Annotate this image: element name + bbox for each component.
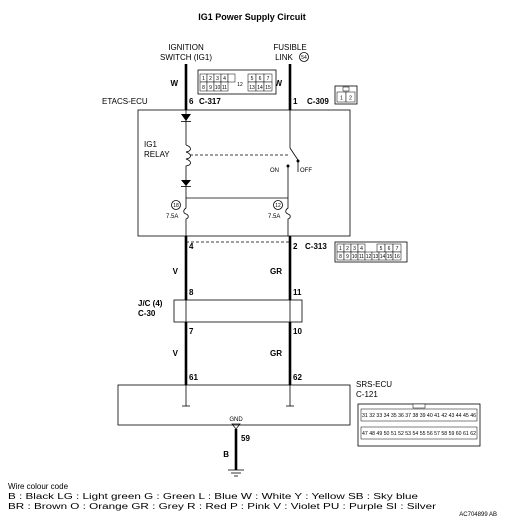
svg-text:12: 12 <box>237 82 243 88</box>
etacs-pin-4: 4 <box>189 242 194 251</box>
etacs-connector-c317: C-317 <box>199 97 221 106</box>
junction-connector-box <box>173 299 303 323</box>
fusible-link-number-circle <box>299 52 309 62</box>
fuse-12-rating: 7.5A <box>268 214 280 220</box>
svg-text:11: 11 <box>222 85 227 91</box>
fuse-12-number: 12 <box>275 203 281 209</box>
etacs-pin-1: 1 <box>293 97 298 106</box>
ground-icon <box>228 469 244 477</box>
connector-c317-face: 1 2 3 4 5 6 7 12 8 9 10 11 13 14 15 <box>197 69 277 95</box>
connector-c121-face: 31 32 33 34 35 36 37 38 39 40 41 42 43 4… <box>357 403 481 447</box>
svg-text:2: 2 <box>346 246 349 252</box>
junction-label-line1: J/C (4) <box>138 299 163 308</box>
svg-text:16: 16 <box>394 254 400 260</box>
connector-c313-face: 1 2 3 4 5 6 7 8 9 10 11 12 13 14 15 16 <box>334 241 408 263</box>
fusible-link-label-line1: FUSIBLE <box>273 43 306 52</box>
wire-color-top-left: W <box>170 79 178 88</box>
svg-text:2: 2 <box>349 96 352 102</box>
svg-text:5: 5 <box>380 246 383 252</box>
svg-text:8: 8 <box>202 85 205 91</box>
svg-text:31 32 33 34 35 36 37 38 39 40: 31 32 33 34 35 36 37 38 39 40 41 42 43 4… <box>362 413 476 419</box>
fuse-12-number-circle <box>273 200 283 210</box>
legend-heading: Wire colour code <box>8 482 69 491</box>
svg-text:9: 9 <box>209 85 212 91</box>
relay-switch-contact <box>289 147 299 161</box>
svg-text:15: 15 <box>265 85 271 91</box>
etacs-ecu-label: ETACS-ECU <box>102 97 148 106</box>
legend-line-2: BR : Brown O : Orange GR : Grey R : Red … <box>8 502 436 511</box>
srs-pin-59: 59 <box>241 434 250 443</box>
svg-text:10: 10 <box>215 85 221 91</box>
relay-coil <box>185 144 191 170</box>
srs-ecu-box <box>117 384 351 426</box>
svg-text:14: 14 <box>257 85 263 91</box>
figure-code: AC704899 AB <box>459 512 497 518</box>
fuse-18-number: 18 <box>173 203 179 209</box>
relay-label-line1: IG1 <box>144 140 157 149</box>
ignition-switch-label-line1: IGNITION <box>168 43 204 52</box>
wire-color-mid-left: V <box>173 267 179 276</box>
svg-text:6: 6 <box>259 76 262 82</box>
svg-text:7: 7 <box>396 246 399 252</box>
fusible-link-number: 54 <box>301 55 307 61</box>
svg-text:1: 1 <box>339 246 342 252</box>
srs-ecu-label: SRS-ECU <box>356 380 392 389</box>
legend-line-1: B : Black LG : Light green G : Green L :… <box>8 492 419 501</box>
svg-text:5: 5 <box>251 76 254 82</box>
svg-text:3: 3 <box>353 246 356 252</box>
wire-color-top-right: W <box>274 79 282 88</box>
svg-text:6: 6 <box>388 246 391 252</box>
jc-pin-10: 10 <box>293 327 302 336</box>
wire-color-low-left: V <box>173 349 179 358</box>
relay-diode-icon <box>181 180 191 186</box>
svg-text:1: 1 <box>340 96 343 102</box>
srs-gnd-label: GND <box>229 417 243 423</box>
diagram-title: IG1 Power Supply Circuit <box>198 12 306 22</box>
gnd-arrow-icon <box>231 423 241 430</box>
svg-text:4: 4 <box>360 246 363 252</box>
wire-color-ground: B <box>223 450 229 459</box>
svg-text:3: 3 <box>216 76 219 82</box>
svg-text:7: 7 <box>267 76 270 82</box>
wire-color-mid-right: GR <box>270 267 282 276</box>
svg-text:10: 10 <box>352 254 358 260</box>
svg-text:1: 1 <box>202 76 205 82</box>
svg-text:15: 15 <box>387 254 393 260</box>
srs-ecu-connector: C-121 <box>356 390 378 399</box>
svg-text:12: 12 <box>366 254 372 260</box>
svg-text:9: 9 <box>346 254 349 260</box>
svg-text:4: 4 <box>223 76 226 82</box>
svg-text:14: 14 <box>380 254 386 260</box>
svg-text:8: 8 <box>339 254 342 260</box>
fuse-12-symbol <box>285 198 291 236</box>
relay-label-line2: RELAY <box>144 150 170 159</box>
etacs-pin-6: 6 <box>189 97 194 106</box>
fusible-link-label-line2: LINK <box>275 53 293 62</box>
svg-text:13: 13 <box>249 85 255 91</box>
jc-pin-8: 8 <box>189 288 194 297</box>
relay-on-label: ON <box>270 168 279 174</box>
svg-text:47 48 49 50 51 52 53 54 55 56: 47 48 49 50 51 52 53 54 55 56 57 58 59 6… <box>362 431 476 437</box>
etacs-connector-c309: C-309 <box>307 97 329 106</box>
fuse-18-rating: 7.5A <box>166 214 178 220</box>
svg-text:2: 2 <box>209 76 212 82</box>
etacs-connector-c313: C-313 <box>305 242 327 251</box>
connector-c309-face: 1 2 <box>334 85 358 105</box>
svg-text:11: 11 <box>359 254 364 260</box>
etacs-pin-2: 2 <box>293 242 298 251</box>
fuse-18-symbol <box>183 198 189 236</box>
junction-label-line2: C-30 <box>138 309 156 318</box>
srs-pin-62: 62 <box>293 373 302 382</box>
svg-text:13: 13 <box>373 254 379 260</box>
jc-pin-11: 11 <box>293 288 302 297</box>
ignition-switch-label-line2: SWITCH (IG1) <box>160 53 212 62</box>
jc-pin-7: 7 <box>189 327 194 336</box>
srs-pin-61: 61 <box>189 373 198 382</box>
wire-color-low-right: GR <box>270 349 282 358</box>
fuse-18-number-circle <box>171 200 181 210</box>
relay-off-label: OFF <box>300 168 312 174</box>
etacs-ecu-box <box>137 109 351 237</box>
